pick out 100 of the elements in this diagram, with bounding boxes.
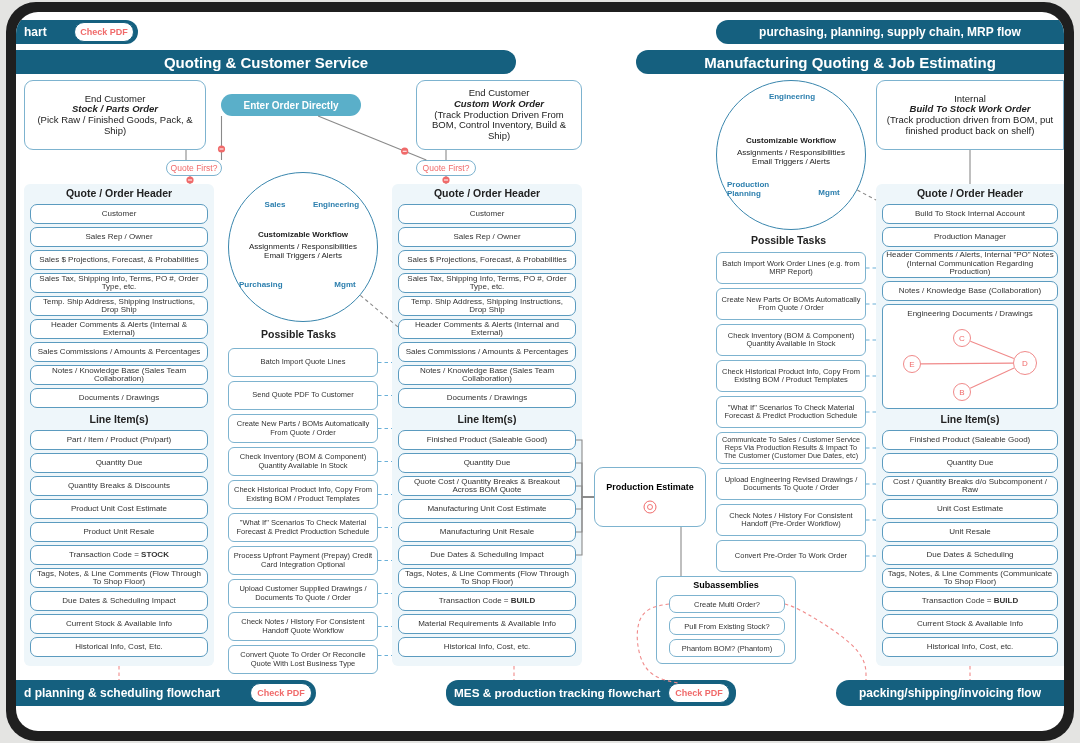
- decision-label: Quote First?: [422, 163, 470, 173]
- field-row: [398, 522, 576, 542]
- row-label: Production Manager: [933, 232, 1006, 242]
- connector: [445, 149, 447, 161]
- flowchart-link-banner: [836, 680, 1064, 706]
- dashed-connector: [377, 460, 393, 463]
- banner-label: hart: [24, 24, 48, 41]
- task-pill: [228, 579, 378, 608]
- workflow-label: Engineering: [767, 93, 817, 103]
- row-label: Cost / Quantity Breaks d/o Subcomponent / Raw: [892, 477, 1048, 495]
- row-label: Quote Cost / Quantity Breaks & Breakout Across BOM Quote: [413, 477, 561, 495]
- field-row: [398, 430, 576, 450]
- dashed-connector: [784, 603, 867, 681]
- connector: [185, 149, 187, 161]
- row-label: Historical Info, Cost, etc.: [443, 642, 531, 652]
- row-label: Customer: [469, 209, 505, 219]
- dashed-connector: [377, 427, 393, 430]
- row-label: Tags, Notes, & Line Comments (Flow Through To Shop Floor): [36, 569, 202, 587]
- row-label: Quantity Due: [463, 458, 511, 468]
- workflow-label: Purchasing: [239, 281, 284, 291]
- row-label: Historical Info, Cost, Etc.: [75, 642, 163, 652]
- field-row: [30, 250, 208, 270]
- card-text: Internal: [954, 93, 986, 105]
- order-panel: [24, 184, 214, 666]
- field-row: [398, 227, 576, 247]
- banner-label: packing/shipping/invoicing flow: [859, 686, 1041, 700]
- node-letter: E: [909, 359, 915, 369]
- dashed-connector: [865, 303, 877, 305]
- field-row: [398, 204, 576, 224]
- row-label: Sales Tax, Shipping Info, Terms, PO #, Order Type, etc.: [38, 274, 200, 292]
- connector: [220, 115, 223, 161]
- dashed-connector: [865, 447, 877, 449]
- field-row: [30, 637, 208, 657]
- field-row: [30, 499, 208, 519]
- field-row: [882, 453, 1058, 473]
- row-label: Due Dates & Scheduling: [926, 550, 1014, 560]
- workflow-label: Customizable Workflow: [256, 231, 350, 241]
- row-label: Sales Rep / Owner: [85, 232, 153, 242]
- card-text: Stock / Parts Order: [71, 104, 159, 115]
- task-pill: [228, 447, 378, 476]
- field-row: [398, 273, 576, 293]
- panel-heading: Line Item(s): [88, 413, 150, 427]
- connector: [969, 367, 1015, 389]
- graph-node-circle: [953, 329, 971, 347]
- field-row: [398, 319, 576, 339]
- order-panel: [876, 184, 1064, 666]
- row-label: Due Dates & Scheduling Impact: [430, 550, 544, 560]
- dashed-connector: [856, 189, 877, 201]
- panel-heading: Quote / Order Header: [915, 187, 1025, 201]
- panel-heading: Line Item(s): [456, 413, 518, 427]
- task-pill: [228, 513, 378, 542]
- field-row: [30, 545, 208, 565]
- dashed-connector: [377, 592, 393, 595]
- task-pill: [716, 504, 866, 536]
- decision-pill: [166, 160, 222, 176]
- documents-box: [882, 304, 1058, 409]
- field-row: [398, 499, 576, 519]
- section-label: Possible Tasks: [261, 328, 337, 340]
- task-pill: [228, 612, 378, 641]
- dashed-connector: [865, 483, 877, 485]
- row-label: Product Unit Cost Estimate: [70, 504, 167, 514]
- dashed-connector: [865, 375, 877, 377]
- decision-pill: [416, 160, 476, 176]
- row-label: Notes / Knowledge Base (Sales Team Collaboration): [418, 366, 556, 384]
- row-label: Unit Cost Estimate: [936, 504, 1004, 514]
- dashed-connector: [377, 394, 393, 397]
- row-label: Sales Tax, Shipping Info, Terms, PO #, Order Type, etc.: [406, 274, 568, 292]
- row-label: Notes / Knowledge Base (Collaboration): [898, 286, 1042, 296]
- dashed-connector: [377, 559, 393, 562]
- field-row: [30, 342, 208, 362]
- field-row: [882, 637, 1058, 657]
- workflow-label: Mgmt: [333, 281, 357, 291]
- row-label: Quantity Due: [946, 458, 994, 468]
- row-label: Documents / Drawings: [78, 393, 160, 403]
- row-label: Quantity Due: [95, 458, 143, 468]
- node-letter: D: [1022, 358, 1028, 368]
- row-label: Part / Item / Product (Pn/part): [66, 435, 172, 445]
- row-label: Finished Product (Saleable Good): [909, 435, 1031, 445]
- field-row: [882, 522, 1058, 542]
- task-pill: [716, 540, 866, 572]
- field-row: [30, 453, 208, 473]
- panel-heading: Quote / Order Header: [64, 187, 174, 201]
- task-pill: [228, 348, 378, 377]
- dashed-connector: [636, 603, 679, 684]
- graph-node-circle: [1013, 351, 1037, 375]
- node-letter: B: [959, 387, 965, 397]
- dashed-connector: [865, 267, 877, 269]
- field-row: [30, 296, 208, 316]
- row-label: Sales Commissions / Amounts & Percentages: [405, 347, 569, 357]
- estimate-box: [594, 467, 706, 527]
- field-row: [30, 430, 208, 450]
- section-header-bar: [16, 50, 516, 74]
- field-row: [30, 591, 208, 611]
- row-label: Current Stock & Available Info: [65, 619, 173, 629]
- field-row: [398, 365, 576, 385]
- dashed-connector: [865, 411, 877, 413]
- row-label: Temp. Ship Address, Shipping Instructions, Drop Ship: [41, 297, 197, 315]
- task-pill: [228, 546, 378, 575]
- section-header-bar: [636, 50, 1064, 74]
- field-row: [882, 476, 1058, 496]
